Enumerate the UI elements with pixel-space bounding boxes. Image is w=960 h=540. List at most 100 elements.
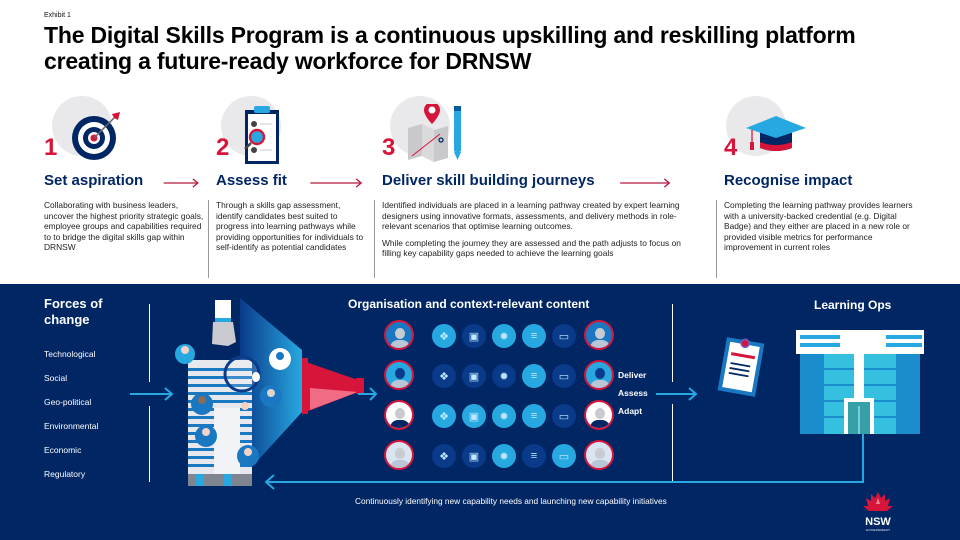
person-body (390, 380, 410, 388)
step-description-paragraph: Completing the learning pathway provides… (724, 200, 913, 253)
step-description-paragraph: While completing the journey they are as… (382, 237, 681, 259)
learner-avatar (584, 360, 614, 390)
lightbulb-icon: ✹ (492, 364, 516, 388)
learning-ops-title: Learning Ops (814, 298, 892, 312)
step-number: 3 (382, 134, 396, 161)
person-head (595, 368, 605, 379)
learner-avatar (384, 400, 414, 430)
force-item: Technological (44, 349, 96, 359)
red-arrow-1 (163, 178, 199, 188)
step-description-paragraph: Through a skills gap assessment, identif… (216, 200, 364, 253)
map-pin-icon (408, 104, 461, 162)
waratah-icon (863, 492, 893, 511)
bracket-line (149, 304, 150, 382)
learner-avatar (584, 400, 614, 430)
laptop-icon: ▭ (552, 404, 576, 428)
person-body (590, 340, 610, 348)
action-assess: Assess (618, 388, 648, 398)
step-title: Recognise impact (724, 172, 853, 189)
force-item: Social (44, 373, 68, 383)
learner-avatar (584, 320, 614, 350)
loop-line (862, 434, 864, 482)
action-adapt: Adapt (618, 406, 643, 416)
content-row: ❖▣✹≡▭ (384, 440, 614, 476)
red-arrow-3 (620, 178, 671, 188)
person-head (395, 328, 405, 339)
cubes-icon: ❖ (432, 404, 456, 428)
force-item: Economic (44, 445, 82, 455)
step-number: 2 (216, 134, 230, 161)
learner-avatar (584, 440, 614, 470)
person-body (590, 420, 610, 428)
sleeve (215, 300, 231, 320)
clipboard-icon (717, 337, 765, 397)
step-description: Completing the learning pathway provides… (724, 200, 920, 253)
learner-avatar (384, 440, 414, 470)
forces-of-change-title: Forces of change (44, 296, 103, 328)
page-title: The Digital Skills Program is a continuo… (44, 22, 856, 74)
person-head (395, 368, 405, 379)
database-icon: ≡ (522, 324, 546, 348)
step-description: Collaborating with business leaders, unc… (44, 200, 204, 253)
feedback-caption: Continuously identifying new capability … (355, 496, 667, 506)
loop-line (266, 481, 864, 483)
person-head (395, 408, 405, 419)
content-row: ❖▣✹≡▭ (384, 400, 614, 436)
presentation-icon: ▣ (462, 404, 486, 428)
red-arrow-2 (310, 178, 363, 188)
person-body (590, 460, 610, 468)
bracket-line (672, 404, 673, 482)
learning-ops-building-icon (796, 330, 924, 434)
forces-title-line: Forces of (44, 296, 103, 311)
person-body (590, 380, 610, 388)
arrow-right-icon (130, 387, 174, 401)
force-item: Environmental (44, 421, 99, 431)
database-icon: ≡ (522, 404, 546, 428)
laptop-icon: ▭ (552, 364, 576, 388)
divider (716, 200, 717, 278)
lightbulb-icon: ✹ (492, 444, 516, 468)
person-head (595, 408, 605, 419)
presentation-icon: ▣ (462, 444, 486, 468)
cubes-icon: ❖ (432, 364, 456, 388)
arrow-left-icon (264, 474, 275, 490)
step-number: 1 (44, 134, 58, 161)
arrow-right-icon (358, 387, 378, 401)
person-body (390, 460, 410, 468)
megaphone-icon (302, 358, 364, 414)
graduation-cap-icon (746, 116, 806, 151)
presentation-icon: ▣ (462, 324, 486, 348)
person-body (390, 420, 410, 428)
divider (208, 200, 209, 278)
step-description-paragraph: Identified individuals are placed in a l… (382, 200, 680, 232)
arrow-right-icon (656, 387, 698, 401)
forces-title-line: change (44, 312, 90, 327)
logo-subtext: GOVERNMENT (865, 528, 891, 532)
step-description: Identified individuals are placed in a l… (382, 200, 692, 259)
step-title: Assess fit (216, 172, 287, 189)
clipboard-magnifier-icon (244, 106, 279, 164)
bracket-line (149, 406, 150, 482)
exhibit-label: Exhibit 1 (44, 12, 71, 19)
nsw-government-logo: NSW GOVERNMENT (858, 490, 898, 532)
laptop-icon: ▭ (552, 444, 576, 468)
step-description: Through a skills gap assessment, identif… (216, 200, 366, 253)
person-head (595, 328, 605, 339)
hand-icon (212, 322, 236, 346)
organisation-illustration (175, 298, 364, 486)
content-row: ❖▣✹≡▭ (384, 320, 614, 356)
lightbulb-icon: ✹ (492, 404, 516, 428)
presentation-icon: ▣ (462, 364, 486, 388)
database-icon: ≡ (522, 444, 546, 468)
database-icon: ≡ (522, 364, 546, 388)
lightbulb-icon: ✹ (492, 324, 516, 348)
step-title: Set aspiration (44, 172, 144, 189)
step-title: Deliver skill building journeys (382, 172, 595, 189)
force-item: Regulatory (44, 469, 86, 479)
person-head (595, 448, 605, 459)
person-body (390, 340, 410, 348)
cubes-icon: ❖ (432, 444, 456, 468)
content-row: ❖▣✹≡▭ (384, 360, 614, 396)
target-icon (72, 112, 120, 160)
logo-text: NSW (865, 516, 891, 528)
